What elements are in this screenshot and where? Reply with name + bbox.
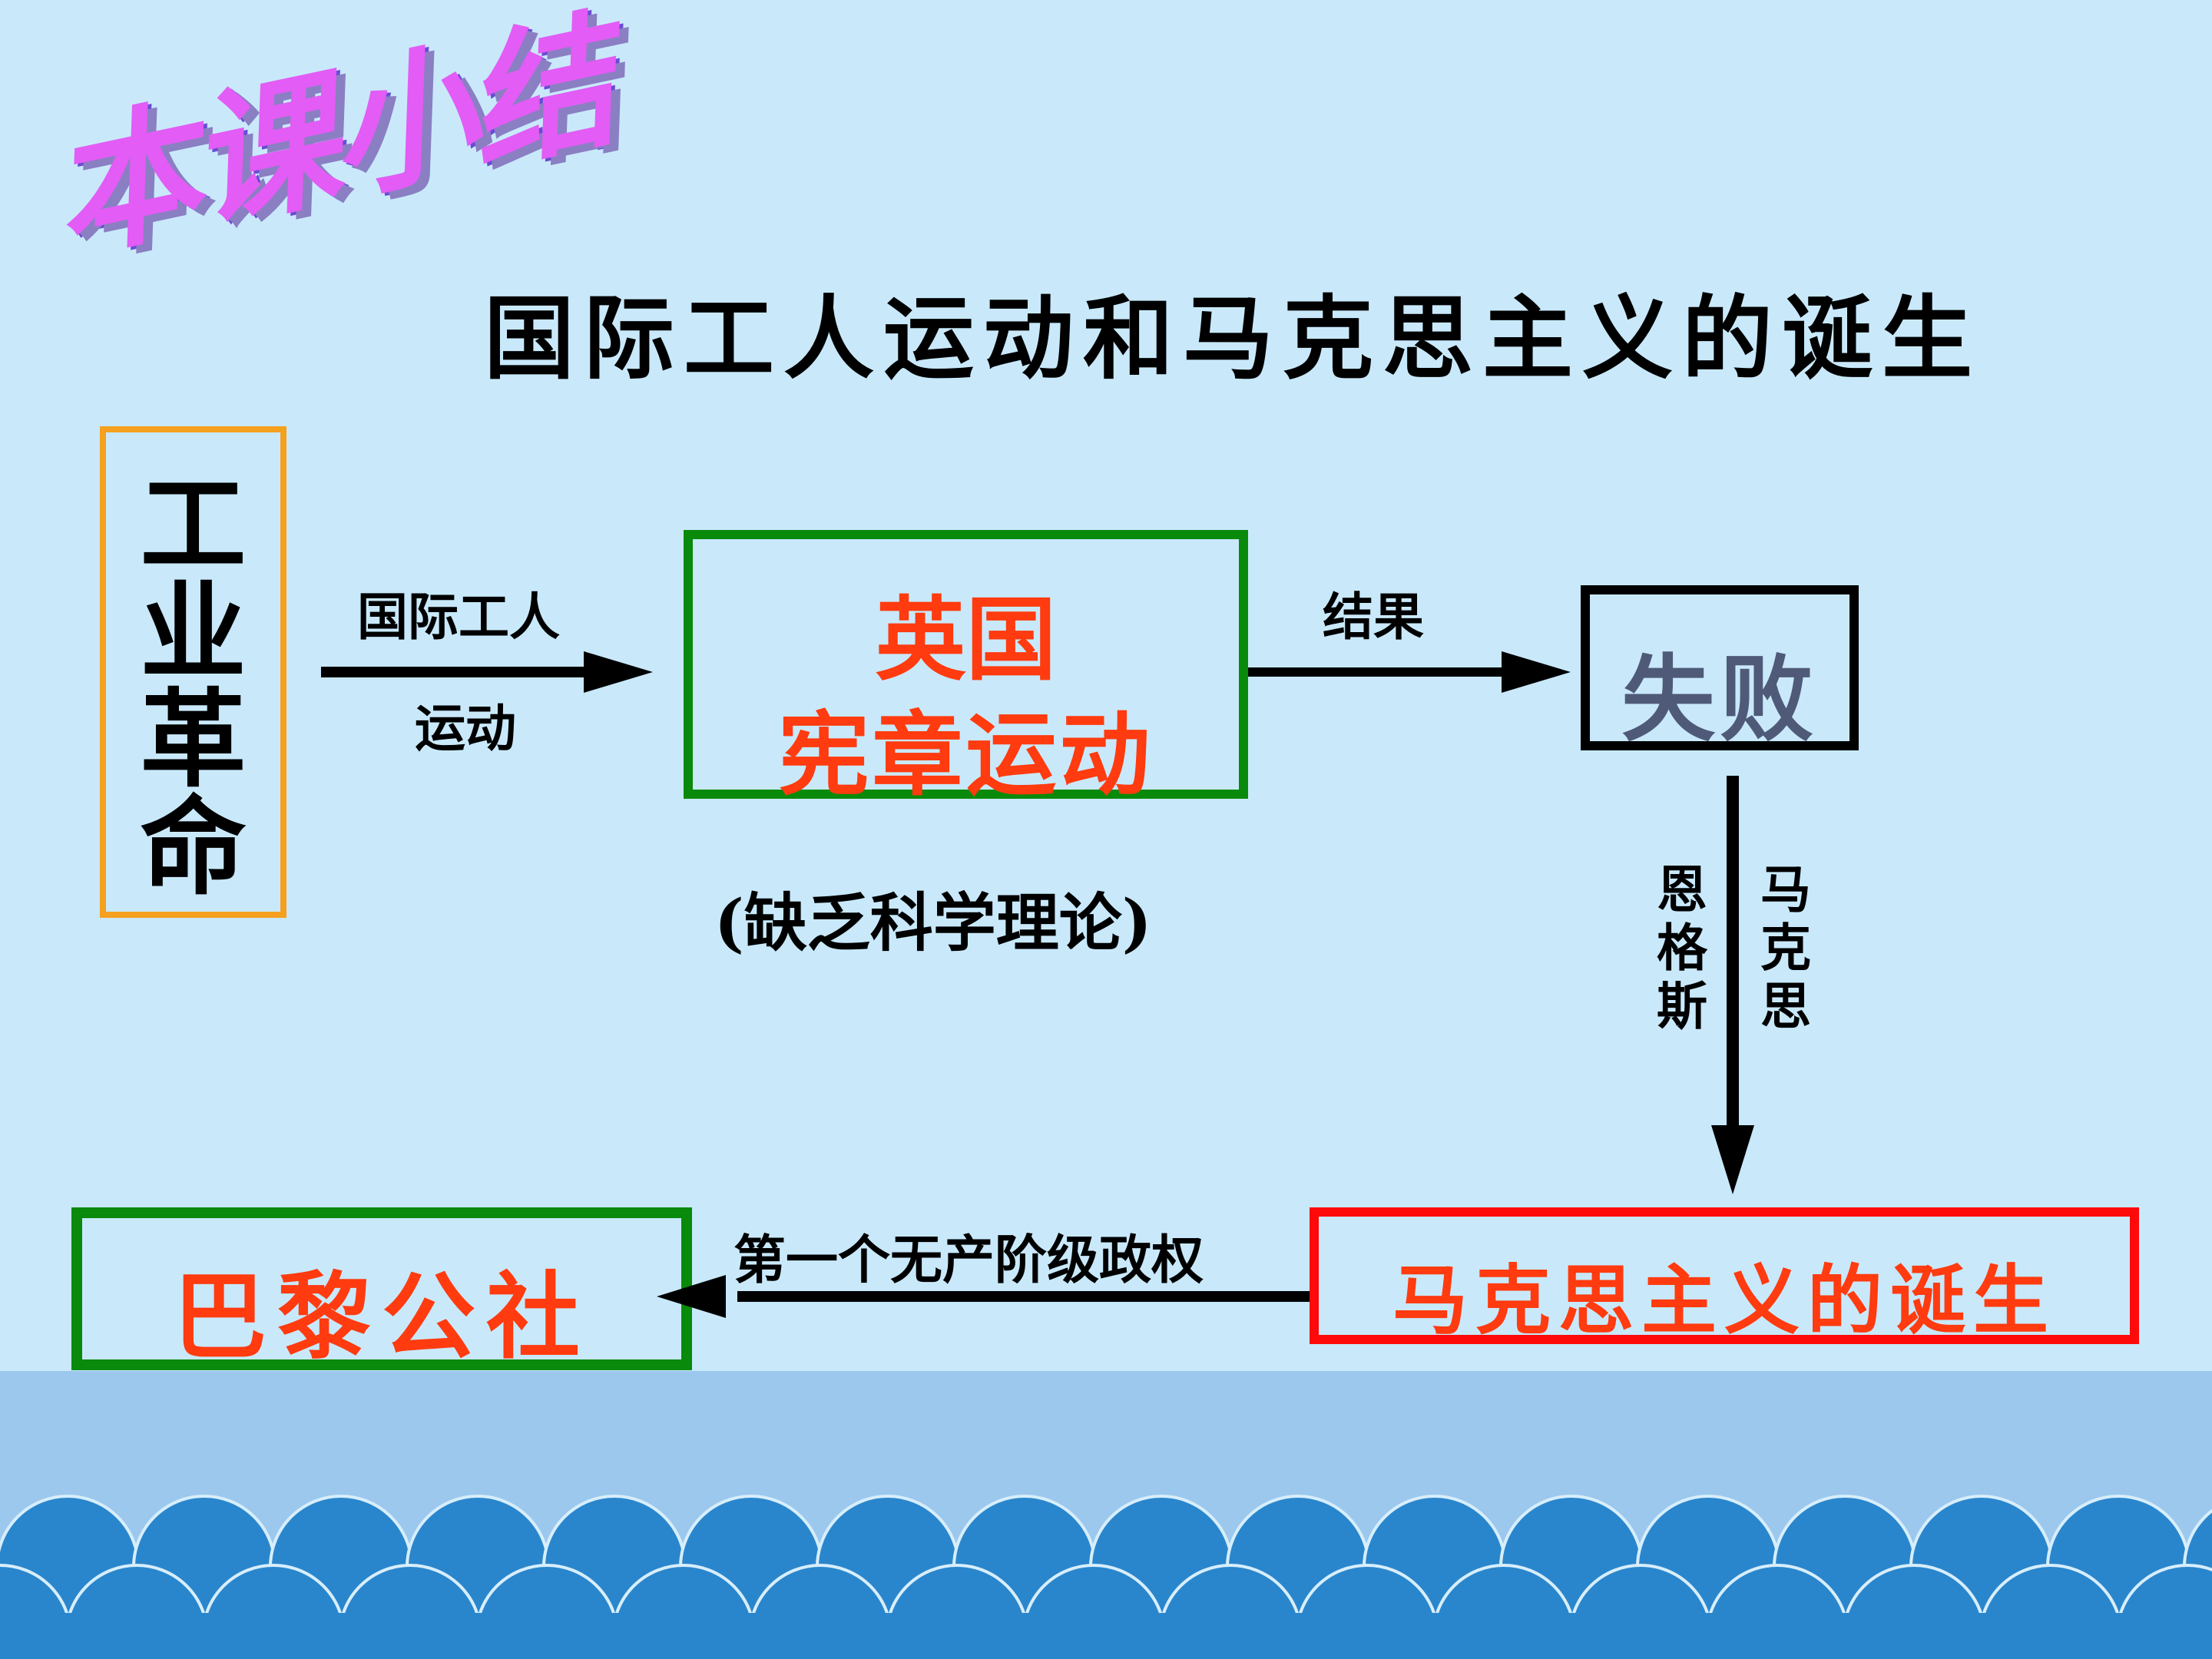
node-chartism-label: 宪章运动 [778, 701, 1154, 808]
note-lack-of-theory: (缺乏科学理论) [714, 886, 1152, 960]
node-paris-commune-label: 巴黎公社 [173, 1261, 591, 1372]
node-uk-label: 英国 [875, 586, 1057, 693]
node-uk-chartism: 英国 宪章运动 [684, 530, 1248, 808]
node-industrial-revolution: 工业革命 [100, 426, 286, 918]
node-paris-commune: 巴黎公社 [71, 1207, 692, 1372]
arrow-ir-to-uk [321, 651, 653, 693]
edge-label-first-proletarian-regime: 第一个无产阶级政权 [733, 1230, 1204, 1291]
arrow-uk-to-failure [1248, 651, 1571, 693]
node-marxism-label: 马克思主义的诞生 [1392, 1257, 2056, 1345]
edge-label-international-workers: 国际工人 [357, 587, 560, 647]
vertical-text: 马克思 [1760, 859, 1811, 1036]
vertical-text: 恩格斯 [1657, 859, 1707, 1036]
edge-label-movement: 运动 [415, 698, 516, 758]
node-marxism: 马克思主义的诞生 [1310, 1207, 2139, 1345]
node-failure-label: 失败 [1621, 644, 1818, 754]
node-failure: 失败 [1581, 585, 1859, 754]
wave-decoration [0, 1495, 2212, 1659]
vertical-text: 工业革命 [140, 462, 247, 909]
page-title: 国际工人运动和马克思主义的诞生 [484, 285, 1982, 392]
edge-label-marx: 马克思 [1755, 860, 1816, 1035]
node-industrial-revolution-label: 工业革命 [106, 471, 280, 901]
edge-label-engels: 恩格斯 [1651, 860, 1713, 1035]
arrow-marxism-to-paris [657, 1275, 1310, 1318]
edge-label-result: 结果 [1323, 587, 1424, 647]
arrow-failure-to-marxism [1711, 776, 1754, 1194]
